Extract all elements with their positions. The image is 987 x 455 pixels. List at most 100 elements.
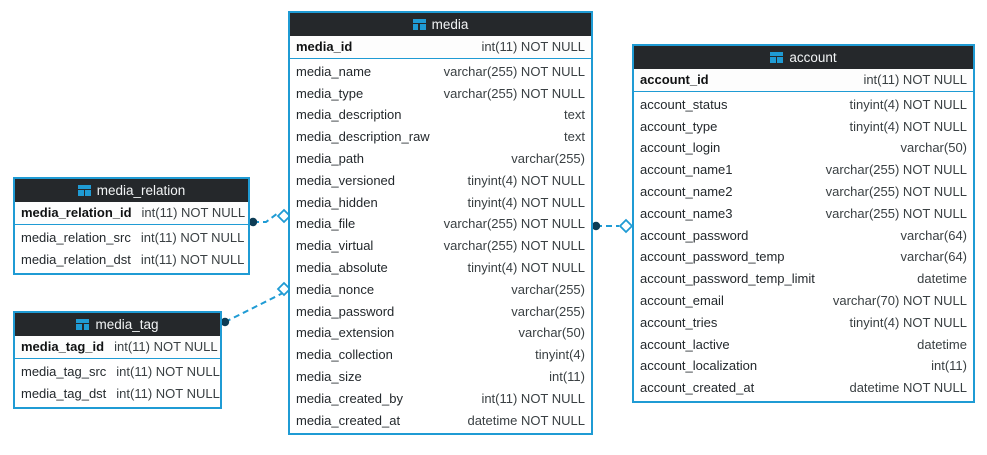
table-columns: media_relation_src int(11) NOT NULL medi… [15,225,248,273]
table-icon [412,19,426,30]
column-name: account_localization [640,358,758,374]
column-row: media_created_at datetime NOT NULL [290,410,591,432]
column-type: datetime NOT NULL [849,380,967,396]
column-type: varchar(50) [900,140,967,156]
column-name: media_tag_src [21,364,107,379]
column-type: tinyint(4) NOT NULL [467,172,585,188]
entity-table-media_tag[interactable]: media_tag media_tag_id int(11) NOT NULL … [13,311,222,409]
entity-table-media[interactable]: media media_id int(11) NOT NULL media_na… [288,11,593,436]
column-name: media_relation_dst [21,252,131,267]
column-type: text [564,107,585,123]
column-type: varchar(255) NOT NULL [443,63,585,79]
column-row: account_created_at datetime NOT NULL [634,377,973,399]
column-row: account_password_temp_limit datetime [634,268,973,290]
column-type: tinyint(4) NOT NULL [467,259,585,275]
column-type: tinyint(4) NOT NULL [467,194,585,210]
column-type: varchar(70) NOT NULL [832,292,967,308]
column-name: account_name3 [640,205,733,221]
column-type: tinyint(4) NOT NULL [849,96,967,112]
column-name: account_type [640,118,718,134]
column-type: tinyint(4) [535,347,585,363]
column-type: varchar(255) [511,281,585,297]
column-name: media_tag_id [21,339,105,354]
link-dot-marker [248,217,258,227]
column-name: media_relation_id [21,205,132,220]
column-type: varchar(255) NOT NULL [825,162,967,178]
column-row: media_type varchar(255) NOT NULL [290,83,591,105]
entity-table-account[interactable]: account account_id int(11) NOT NULL acco… [632,44,975,403]
column-name: media_nonce [296,281,375,297]
primary-key-row: media_tag_id int(11) NOT NULL [15,336,220,359]
table-icon [77,185,91,196]
table-header-account: account [634,46,973,69]
column-type: tinyint(4) NOT NULL [849,118,967,134]
column-row: account_login varchar(50) [634,137,973,159]
table-icon [76,319,90,330]
column-name: media_type [296,85,364,101]
column-name: account_id [640,72,709,87]
column-row: media_path varchar(255) [290,148,591,170]
column-type: varchar(255) [511,150,585,166]
relationship-media-account[interactable] [591,218,634,234]
table-title: account [789,50,837,65]
column-type: datetime NOT NULL [467,412,585,428]
column-name: account_lactive [640,336,730,352]
column-type: datetime [917,336,967,352]
column-name: media_created_at [296,412,401,428]
column-name: account_password_temp [640,249,785,265]
column-name: media_collection [296,347,393,363]
column-name: account_password [640,227,749,243]
link-dot-marker [220,317,230,327]
column-type: int(11) NOT NULL [481,390,585,406]
column-type: datetime [917,271,967,287]
column-type: varchar(255) NOT NULL [825,205,967,221]
column-type: varchar(64) [900,227,967,243]
column-name: media_relation_src [21,230,131,245]
column-type: varchar(50) [518,325,585,341]
column-name: account_password_temp_limit [640,271,815,287]
column-name: media_path [296,150,364,166]
column-type: int(11) [931,358,967,374]
link-diamond-marker [618,218,634,234]
column-row: media_relation_dst int(11) NOT NULL [15,249,248,271]
column-name: account_created_at [640,380,755,396]
column-name: media_tag_dst [21,386,107,401]
table-header-media_relation: media_relation [15,179,248,202]
column-row: account_password varchar(64) [634,225,973,247]
column-name: media_virtual [296,238,374,254]
table-header-media: media [290,13,591,36]
column-name: account_name1 [640,162,733,178]
column-name: account_login [640,140,721,156]
table-title: media_relation [96,183,186,198]
column-row: media_extension varchar(50) [290,322,591,344]
column-name: media_password [296,303,395,319]
table-header-media_tag: media_tag [15,313,220,336]
table-title: media_tag [95,317,159,332]
entity-table-media_relation[interactable]: media_relation media_relation_id int(11)… [13,177,250,275]
primary-key-row: media_relation_id int(11) NOT NULL [15,202,248,225]
column-name: media_file [296,216,356,232]
column-name: media_absolute [296,259,388,275]
column-type: varchar(255) NOT NULL [443,85,585,101]
primary-key-row: media_id int(11) NOT NULL [290,36,591,59]
column-row: media_relation_src int(11) NOT NULL [15,227,248,249]
column-type: int(11) NOT NULL [481,39,585,54]
column-type: varchar(255) [511,303,585,319]
relationship-media_relation-media[interactable] [248,208,292,227]
column-row: media_password varchar(255) [290,301,591,323]
column-row: media_collection tinyint(4) [290,344,591,366]
column-name: account_name2 [640,183,733,199]
column-name: media_extension [296,325,395,341]
column-type: tinyint(4) NOT NULL [849,314,967,330]
relationship-media_tag-media[interactable] [220,281,292,327]
column-type: int(11) NOT NULL [140,230,245,245]
